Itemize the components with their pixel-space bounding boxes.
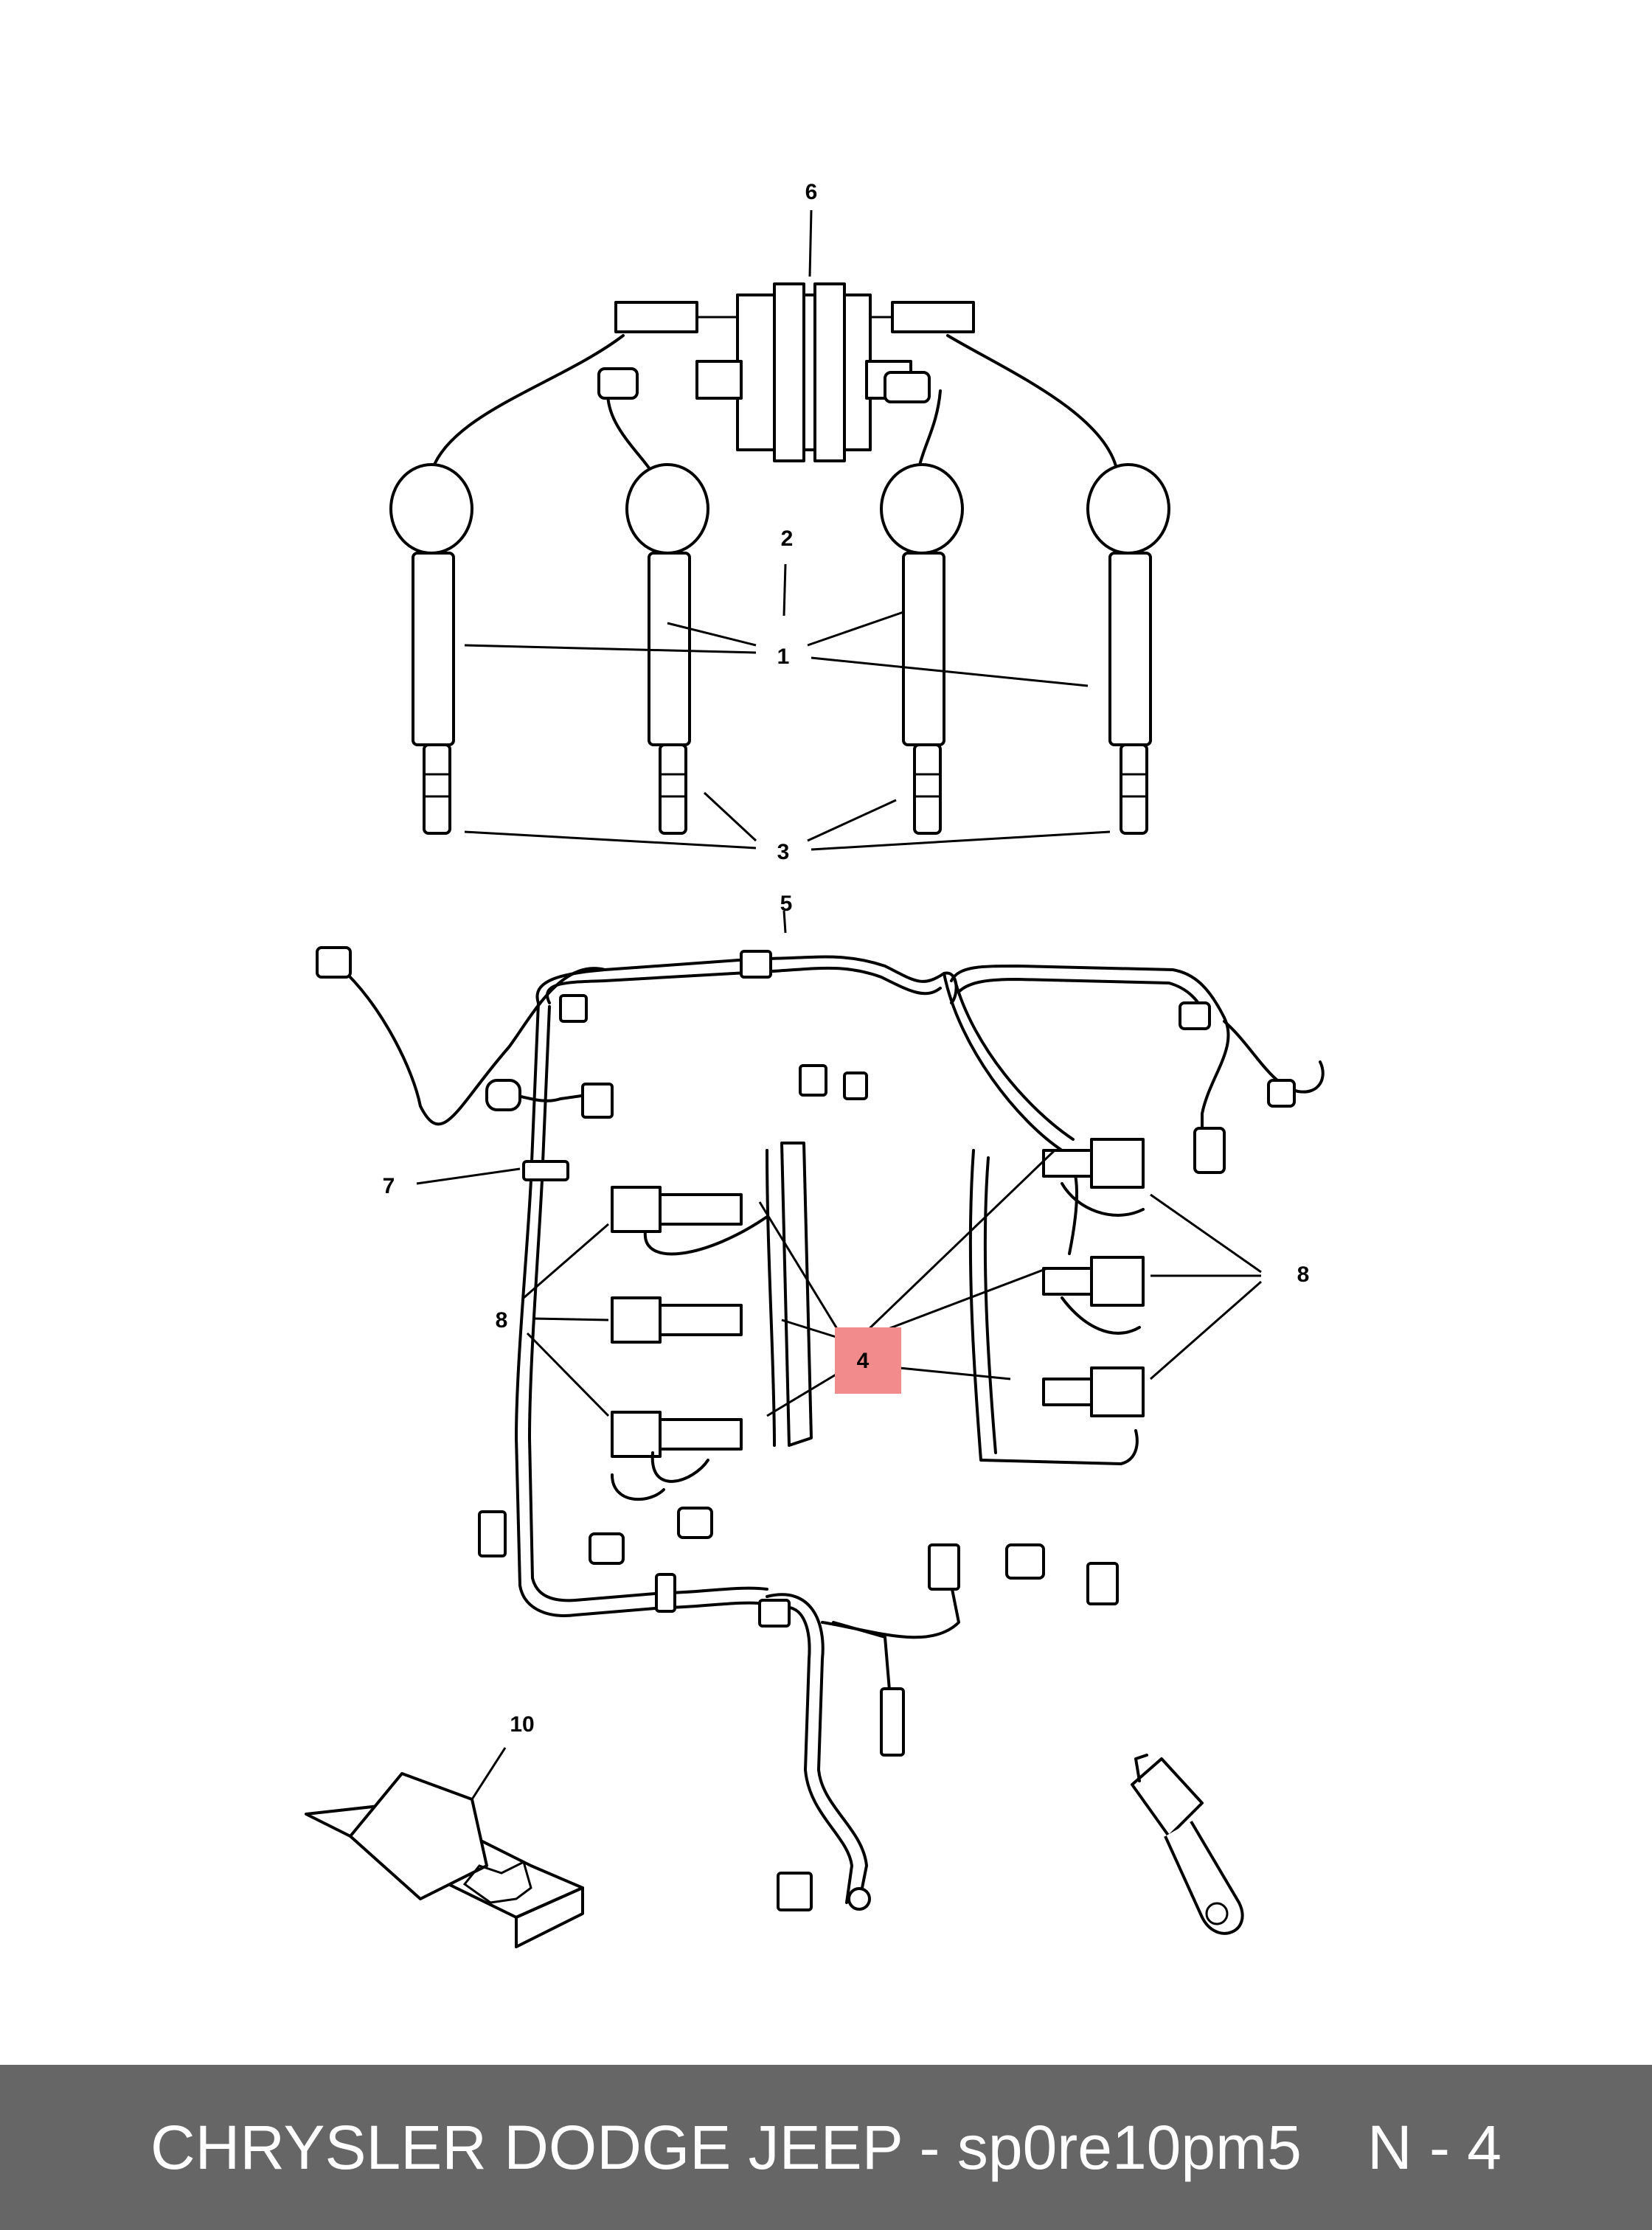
wiring-harness	[345, 955, 1325, 1904]
callout-10: 10	[510, 1712, 534, 1737]
coil-rail-right	[968, 1149, 1139, 1465]
sensor-bracket	[1131, 1754, 1244, 1935]
callout-7: 7	[383, 1174, 395, 1198]
callout-5: 5	[780, 892, 793, 916]
footer-page-number: N - 4	[1367, 2112, 1502, 2182]
callout-6: 6	[805, 180, 818, 204]
callout-2: 2	[781, 527, 794, 551]
callout-3: 3	[777, 840, 790, 864]
leaders-top	[464, 209, 1111, 851]
callout-1: 1	[777, 645, 790, 669]
parts-diagram: 6 2 1 3 5 7 8 8 4 10	[305, 180, 1325, 1948]
coil-boot-2	[625, 463, 709, 835]
callout-4-highlight	[835, 1327, 901, 1394]
footer-bar: CHRYSLER DODGE JEEP - sp0re10pm5 N - 4	[0, 2065, 1652, 2230]
callout-4: 4	[857, 1349, 870, 1373]
spark-plug-wires	[430, 334, 1119, 488]
callout-8-right: 8	[1297, 1262, 1310, 1287]
footer-title: CHRYSLER DODGE JEEP - sp0re10pm5	[150, 2112, 1302, 2182]
relay-bracket	[305, 1772, 584, 1948]
leader-10	[471, 1747, 507, 1800]
coil-rail-left	[766, 1142, 813, 1447]
coil-boot-3	[880, 463, 964, 835]
coil-pack	[614, 282, 975, 462]
harness-connectors	[316, 946, 1296, 1911]
coil-boot-4	[1086, 463, 1170, 835]
coil-connectors-right	[1042, 1138, 1145, 1417]
coil-connectors-left	[611, 1186, 768, 1501]
coil-boot-1	[389, 463, 473, 835]
callout-8-left: 8	[496, 1308, 508, 1333]
